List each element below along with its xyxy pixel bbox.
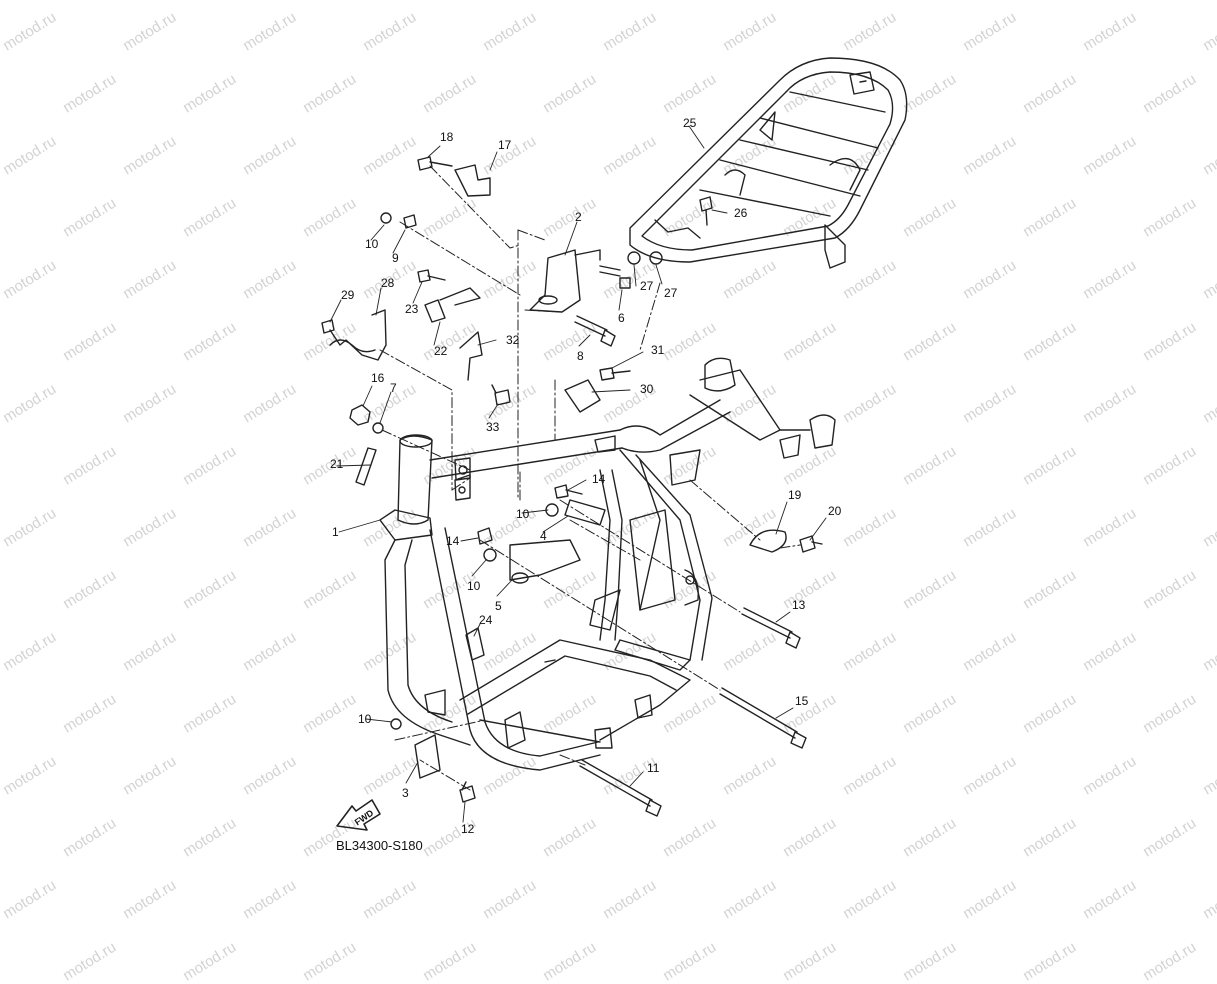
callout-labels: 18 17 10 9 2 29 28 23 22 32 16 7 31 30 33 21 1 14 10 4 14 10 5… bbox=[330, 116, 842, 836]
callout-3: 3 bbox=[402, 786, 409, 800]
callout-25: 25 bbox=[683, 116, 697, 130]
fwd-arrow: FWD bbox=[336, 799, 381, 831]
callout-24: 24 bbox=[479, 613, 493, 627]
callout-18: 18 bbox=[440, 130, 454, 144]
callout-31: 31 bbox=[651, 343, 665, 357]
callout-8: 8 bbox=[577, 349, 584, 363]
watermark-text: motod.ru bbox=[1140, 938, 1200, 984]
callout-16: 16 bbox=[371, 371, 385, 385]
callout-23: 23 bbox=[405, 302, 419, 316]
callout-12: 12 bbox=[461, 822, 475, 836]
watermark-text: motod.ru bbox=[780, 938, 840, 984]
callout-27: 27 bbox=[664, 286, 678, 300]
callout-6: 6 bbox=[618, 311, 625, 325]
main-frame bbox=[379, 357, 836, 771]
callout-1: 1 bbox=[332, 525, 339, 539]
callout-5: 5 bbox=[495, 599, 502, 613]
callout-28: 28 bbox=[381, 276, 395, 290]
callout-15: 15 bbox=[795, 694, 809, 708]
callout-33: 33 bbox=[486, 420, 500, 434]
watermark-text: motod.ru bbox=[420, 938, 480, 984]
callout-14: 14 bbox=[592, 472, 606, 486]
callout-26: 26 bbox=[734, 206, 748, 220]
parts-diagram: motod.ru motod.ru motod.ru motod.ru motod.ru… bbox=[0, 9, 1217, 984]
callout-11: 11 bbox=[647, 761, 660, 775]
diagram-code: BL34300-S180 bbox=[336, 838, 423, 853]
watermark-text: motod.ru bbox=[1020, 938, 1080, 984]
callout-21: 21 bbox=[330, 457, 344, 471]
callout-10: 10 bbox=[365, 237, 379, 251]
callout-19: 19 bbox=[788, 488, 802, 502]
callout-20: 20 bbox=[828, 504, 842, 518]
callout-10: 10 bbox=[358, 712, 372, 726]
callout-17: 17 bbox=[498, 138, 512, 152]
callout-27: 27 bbox=[640, 279, 654, 293]
watermark-text: motod.ru bbox=[180, 938, 240, 984]
callout-13: 13 bbox=[792, 598, 806, 612]
reference-lines bbox=[379, 165, 801, 791]
callout-30: 30 bbox=[640, 382, 654, 396]
rear-frame bbox=[629, 57, 908, 269]
watermark-text: motod.ru bbox=[660, 938, 720, 984]
watermark-text: motod.ru bbox=[60, 938, 120, 984]
leader-lines bbox=[329, 125, 827, 823]
callout-29: 29 bbox=[341, 288, 355, 302]
callout-14: 14 bbox=[446, 534, 460, 548]
watermark-text: motod.ru bbox=[540, 938, 600, 984]
callout-22: 22 bbox=[434, 344, 448, 358]
watermark-text: motod.ru bbox=[300, 938, 360, 984]
callout-10: 10 bbox=[467, 579, 481, 593]
long-bolts bbox=[574, 265, 807, 817]
frame-drawing: FWD 181710922928232232167313033211141041… bbox=[321, 57, 908, 836]
watermark-text: motod.ru bbox=[900, 938, 960, 984]
callout-10: 10 bbox=[516, 507, 530, 521]
callout-32: 32 bbox=[506, 333, 520, 347]
callout-7: 7 bbox=[390, 381, 397, 395]
callout-4: 4 bbox=[540, 529, 547, 543]
callout-9: 9 bbox=[392, 251, 399, 265]
callout-2: 2 bbox=[575, 210, 582, 224]
